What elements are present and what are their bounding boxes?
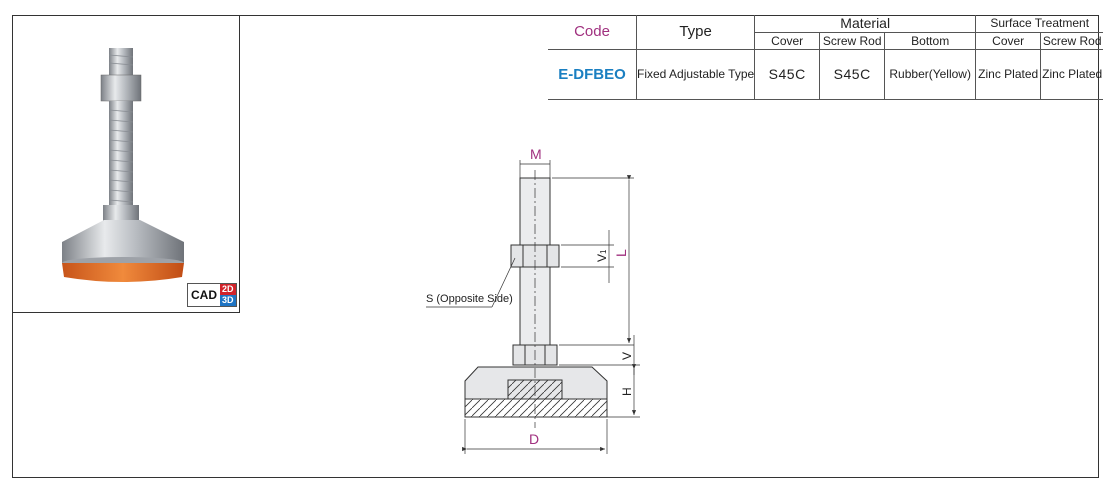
surface-cover-value: Zinc Plated — [975, 48, 1042, 100]
badge-3d: 3D — [220, 295, 236, 306]
dim-label-v1-sub: 1 — [599, 249, 608, 254]
type-header: Type — [635, 15, 756, 50]
dim-label-h: H — [620, 387, 634, 396]
screw-rod-material-value: S45C — [819, 48, 886, 100]
cover-material-value: S45C — [754, 48, 821, 100]
bottom-material-value: Rubber(Yellow) — [884, 48, 977, 100]
product-photo-box — [12, 15, 240, 313]
rubber-bottom — [464, 398, 608, 418]
dim-label-l: L — [613, 249, 629, 257]
type-value: Fixed Adjustable Type — [635, 48, 756, 100]
label-s-opposite-side: S (Opposite Side) — [426, 293, 513, 305]
code-value[interactable]: E-DFBEO — [548, 48, 637, 100]
dim-label-m: M — [530, 146, 542, 162]
dim-label-v1: V — [595, 254, 609, 262]
surface-screw-rod-value: Zinc Plated — [1040, 48, 1104, 100]
cad-label: CAD — [191, 288, 217, 302]
material-header: Material — [754, 15, 977, 33]
spec-table: Code Type Material Surface Treatment Cov… — [548, 15, 1104, 100]
badge-2d: 2D — [220, 284, 236, 295]
product-photo — [62, 48, 184, 282]
cad-2d-3d-badge[interactable]: CAD 2D 3D — [187, 283, 237, 307]
dim-label-d: D — [529, 431, 539, 447]
dim-label-v: V — [620, 352, 634, 360]
material-bottom-header: Bottom — [884, 31, 977, 50]
